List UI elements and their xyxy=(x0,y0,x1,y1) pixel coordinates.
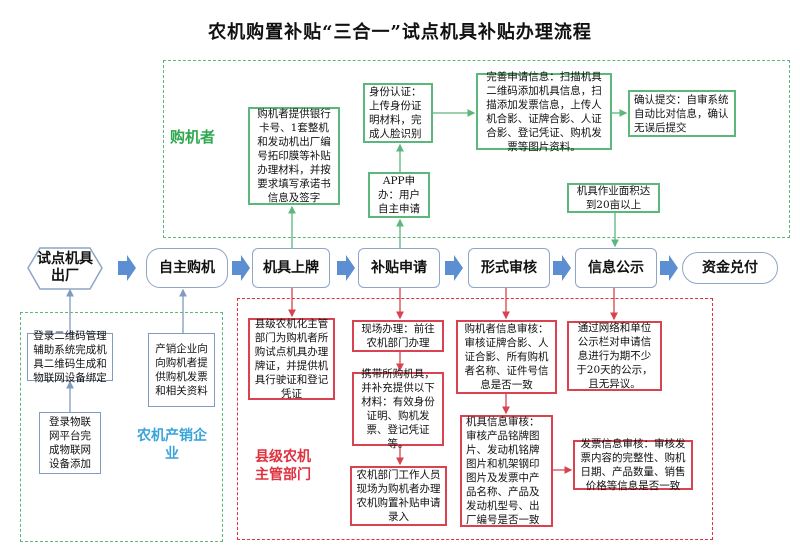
step-factory: 试点机具出厂 xyxy=(37,251,93,284)
county-label: 县级农机主管部门 xyxy=(255,449,311,483)
iot-login-box: 登录物联网平台完成物联网设备添加 xyxy=(39,412,101,474)
enterprise-label: 农机产销企业 xyxy=(137,428,207,462)
step-review: 形式审核 xyxy=(468,248,550,288)
buyer-label: 购机者 xyxy=(170,128,216,146)
work-area-box: 机具作业面积达到20亩以上 xyxy=(567,183,660,213)
qr-login-box: 登录二维码管理辅助系统完成机具二维码生成和物联网设备绑定 xyxy=(27,330,113,384)
page-title: 农机购置补贴“三合一”试点机具补贴办理流程 xyxy=(208,22,592,43)
county-zone xyxy=(237,298,713,540)
step-apply: 补贴申请 xyxy=(358,248,440,288)
app-apply-box: APP申办：用户自主申请 xyxy=(368,172,430,218)
plate-box: 县级农机化主管部门为购机者所购试点机具办理牌证，并提供机具行驶证和登记凭证 xyxy=(248,318,335,400)
buyer-zone xyxy=(163,60,790,238)
machine-review-box: 机具信息审核：审核产品铭牌图片、发动机铭牌图片和机架钢印图片及发票中产品名称、产… xyxy=(460,415,553,527)
onsite-box: 现场办理：前往农机部门办理 xyxy=(352,320,444,352)
identity-box: 身份认证：上传身份证明材料，完成人脸识别 xyxy=(363,83,433,143)
step-publicity: 信息公示 xyxy=(575,248,657,288)
step-plate: 机具上牌 xyxy=(252,248,330,288)
publicity-box: 通过网络和单位公示栏对申请信息进行为期不少于20天的公示，且无异议。 xyxy=(567,321,662,391)
invoice-review-box: 发票信息审核：审核发票内容的完整性、购机日期、产品数量、销售价格等信息是否一致 xyxy=(573,438,693,492)
confirm-box: 确认提交：自审系统自动比对信息，确认无误后提交 xyxy=(628,90,736,137)
buyer-review-box: 购机者信息审核：审核证牌合影、人证合影、所有购机者名称、证件号信息是否一致 xyxy=(456,320,557,394)
bank-info-box: 购机者提供银行卡号、1套整机和发动机出厂编号拓印膜等补贴办理材料，并按要求填写承… xyxy=(248,107,340,205)
step-payment: 资金兑付 xyxy=(682,252,778,284)
enterprise-invoice-box: 产销企业向向购机者提供购机发票和相关资料 xyxy=(148,333,215,407)
complete-info-box: 完善申请信息：扫描机具二维码添加机具信息，扫描添加发票信息，上传人机合影、证牌合… xyxy=(476,71,612,153)
carry-materials-box: 携带所购机具，并补充提供以下材料：有效身份证明、购机发票、登记凭证等。 xyxy=(352,368,444,450)
flow-arrows xyxy=(118,255,678,281)
staff-entry-box: 农机部门工作人员现场为购机者办理农机购置补贴申请录入 xyxy=(350,466,447,526)
enterprise-zone xyxy=(20,312,223,542)
hexagon-shape xyxy=(27,247,103,290)
step-self-purchase: 自主购机 xyxy=(146,248,228,288)
